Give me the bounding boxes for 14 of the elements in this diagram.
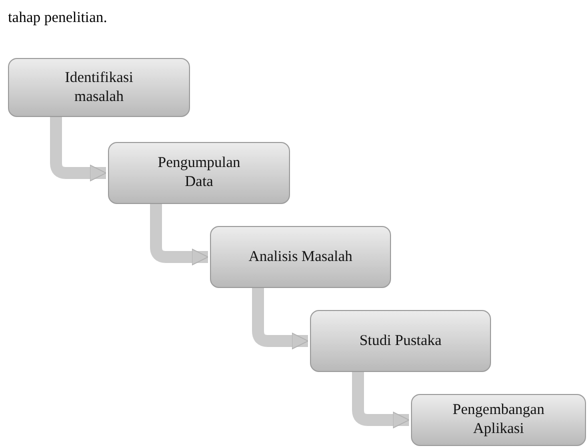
- process-box: [411, 394, 586, 446]
- step-label: Identifikasi masalah: [64, 68, 134, 106]
- process-box: [8, 58, 190, 117]
- step-label: Pengumpulan Data: [156, 154, 242, 192]
- step-label: Analisis Masalah: [248, 248, 352, 266]
- step-label: Pengembangan Aplikasi: [452, 401, 546, 439]
- process-box: [310, 310, 491, 372]
- process-box: [210, 226, 391, 288]
- caption-text: tahap penelitian.: [8, 10, 108, 27]
- process-box: [108, 142, 290, 204]
- block-arrow: [150, 204, 208, 266]
- step-label: Studi Pustaka: [359, 332, 442, 350]
- block-arrow: [252, 288, 308, 350]
- block-arrow: [50, 117, 106, 182]
